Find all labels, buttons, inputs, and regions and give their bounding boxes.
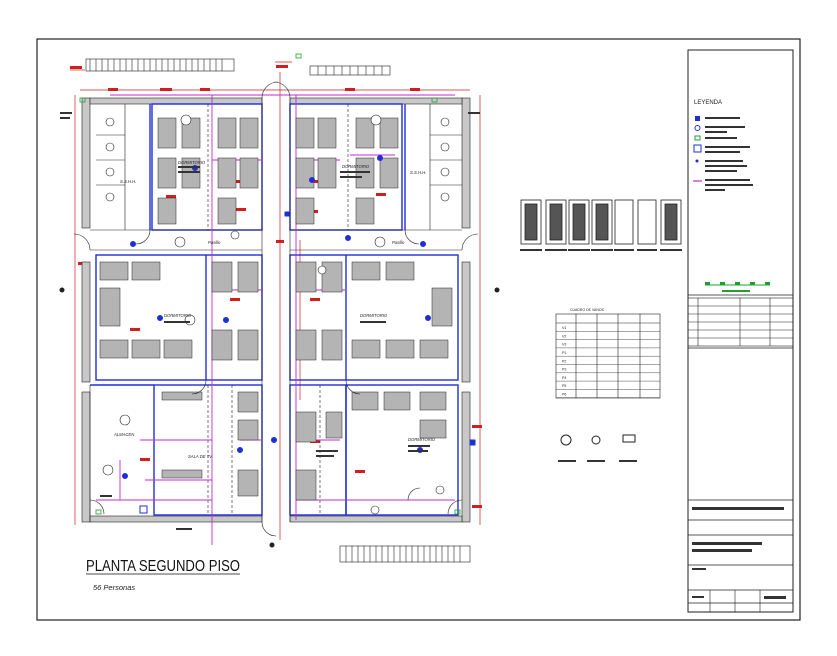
exit-signs bbox=[79, 53, 461, 515]
room-label-pasillo-r: Pasillo bbox=[392, 240, 405, 245]
dimension-lines bbox=[70, 61, 481, 540]
title-block-text bbox=[692, 507, 786, 599]
room-label-dormitorio-ml: DORMITORIO bbox=[164, 313, 192, 318]
room-label-dormitorio-mr: DORMITORIO bbox=[360, 313, 388, 318]
room-label-sala-tv: SALA DE TV bbox=[188, 454, 213, 459]
fixture-symbols bbox=[560, 434, 636, 446]
room-label-sshh-r: S.S.H.H. bbox=[410, 170, 426, 175]
fixture-round-large-icon bbox=[560, 434, 572, 446]
plan-capacity: 56 Personas bbox=[93, 583, 135, 592]
vanos-row-code: P3 bbox=[562, 368, 566, 372]
vanos-row-code: V3 bbox=[562, 343, 566, 347]
stairs-bottom bbox=[339, 545, 471, 563]
fixture-round-small-icon bbox=[591, 435, 601, 445]
sheet-border bbox=[36, 38, 801, 621]
room-label-dormitorio-ul: DORMITORIO bbox=[178, 160, 206, 165]
beds bbox=[99, 117, 453, 501]
smoke-detector-icon bbox=[694, 125, 701, 131]
plan-title: PLANTA SEGUNDO PISO bbox=[86, 558, 240, 575]
vanos-row-code: P1 bbox=[562, 351, 566, 355]
legend-items bbox=[693, 116, 753, 191]
vanos-row-code: P2 bbox=[562, 359, 566, 363]
door-swings bbox=[73, 81, 479, 537]
fixture-rect-icon bbox=[622, 434, 636, 443]
signal-icon bbox=[695, 159, 699, 163]
room-label-almacen: ALMACEN bbox=[113, 432, 135, 437]
room-label-pasillo-l: Pasillo bbox=[208, 240, 221, 245]
vanos-row-code: P6 bbox=[562, 393, 566, 397]
vanos-table-title: CUADRO DE VANOS bbox=[570, 308, 605, 312]
vanos-row-code: P4 bbox=[562, 376, 566, 380]
title-block bbox=[687, 49, 794, 613]
vanos-row-code: V1 bbox=[562, 326, 566, 330]
fixtures-plan bbox=[102, 114, 450, 515]
scale-bar bbox=[705, 282, 770, 292]
vanos-row-code: P5 bbox=[562, 384, 566, 388]
axis-markers bbox=[59, 287, 500, 548]
panel-icon bbox=[693, 144, 702, 153]
room-label-dormitorio-ur: DORMITORIO bbox=[342, 164, 370, 169]
room-label-dormitorio-lr: DORMITORIO bbox=[408, 437, 436, 442]
small-plan-labels bbox=[60, 112, 480, 530]
revision-grid bbox=[687, 297, 794, 347]
floor-plan: DORMITORIO DORMITORIO DORMITORIO DORMITO… bbox=[59, 53, 500, 563]
legend-title: LEYENDA bbox=[694, 100, 722, 106]
manual-pull-station-icon bbox=[695, 116, 700, 121]
stairs-top bbox=[85, 58, 391, 76]
vanos-row-code: V2 bbox=[562, 334, 566, 338]
interior-lines bbox=[89, 98, 462, 522]
walls-blue bbox=[90, 103, 459, 516]
door-elevation-labels bbox=[520, 249, 682, 251]
strobe-icon bbox=[694, 135, 701, 141]
room-label-sshh-l: S.S.H.H. bbox=[120, 179, 136, 184]
door-elevations bbox=[520, 199, 682, 245]
